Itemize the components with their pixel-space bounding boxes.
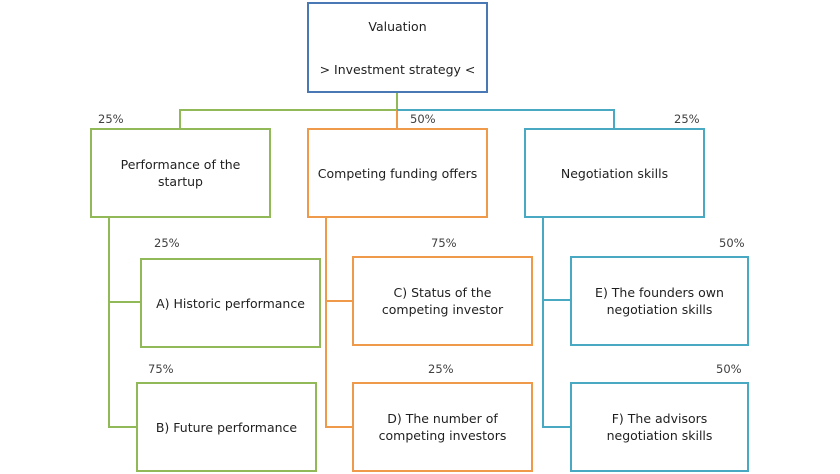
node-founders-negotiation: E) The founders own negotiation skills <box>570 256 749 346</box>
node-label-line1: Competing funding offers <box>317 165 478 181</box>
node-status-competing-investor: C) Status of the competing investor <box>352 256 533 346</box>
node-label-line2: startup <box>158 174 203 189</box>
connector-teal-e <box>542 217 570 428</box>
node-label-line1: D) The number of <box>387 411 498 426</box>
root-title: Valuation <box>368 19 427 34</box>
connector-green <box>179 92 398 128</box>
node-label-line1: Negotiation skills <box>560 165 669 181</box>
weight-performance: 25% <box>98 112 124 126</box>
connector-green-a <box>108 217 137 428</box>
node-label-line1: Performance of the <box>120 157 241 172</box>
weight-historic: 25% <box>154 236 180 250</box>
node-performance-of-startup: Performance of the startup <box>90 128 271 218</box>
root-subtitle: > Investment strategy < <box>319 62 476 77</box>
node-label-line2: competing investors <box>378 428 507 443</box>
node-label-line1: A) Historic performance <box>156 295 305 311</box>
connector-orange-c <box>325 217 352 428</box>
node-future-performance: B) Future performance <box>136 382 317 472</box>
connector-teal <box>397 109 615 128</box>
node-label-line1: E) The founders own <box>595 285 724 300</box>
node-label-line1: B) Future performance <box>155 419 298 435</box>
weight-competing: 50% <box>410 112 436 126</box>
weight-negotiation: 25% <box>674 112 700 126</box>
node-advisors-negotiation: F) The advisors negotiation skills <box>570 382 749 472</box>
weight-future: 75% <box>148 362 174 376</box>
node-label-line2: negotiation skills <box>606 302 713 317</box>
node-label-line1: C) Status of the <box>393 285 492 300</box>
weight-founders: 50% <box>719 236 745 250</box>
node-competing-funding-offers: Competing funding offers <box>307 128 488 218</box>
node-label-line1: F) The advisors <box>611 411 708 426</box>
weight-status: 75% <box>431 236 457 250</box>
node-historic-performance: A) Historic performance <box>140 258 321 348</box>
weight-number: 25% <box>428 362 454 376</box>
node-negotiation-skills: Negotiation skills <box>524 128 705 218</box>
node-label-line2: competing investor <box>381 302 504 317</box>
weight-advisors: 50% <box>716 362 742 376</box>
node-label-line2: negotiation skills <box>606 428 713 443</box>
node-number-competing-investors: D) The number of competing investors <box>352 382 533 472</box>
root-node: Valuation > Investment strategy < <box>307 2 488 93</box>
